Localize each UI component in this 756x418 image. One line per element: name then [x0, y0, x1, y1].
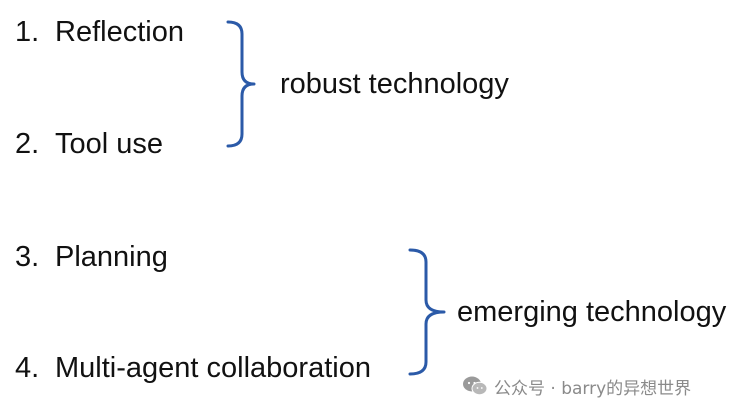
group-label-emerging: emerging technology	[457, 296, 727, 328]
item-number: 3.	[15, 241, 40, 273]
list-item-multi-agent: 4. Multi-agent collaboration	[15, 351, 371, 385]
watermark-text: 公众号 · barry的异想世界	[494, 378, 692, 399]
list-item-tool-use: 2. Tool use	[15, 127, 163, 161]
item-label: Planning	[55, 241, 168, 273]
item-number: 2.	[15, 128, 40, 160]
item-number: 4.	[15, 352, 40, 384]
watermark: 公众号 · barry的异想世界	[462, 372, 691, 400]
right-brace-emerging	[408, 248, 446, 376]
list-item-planning: 3. Planning	[15, 240, 168, 274]
list-item-reflection: 1. Reflection	[15, 15, 184, 49]
item-label: Reflection	[55, 16, 184, 48]
wechat-icon	[463, 376, 488, 396]
right-brace-robust	[226, 20, 256, 148]
group-label-robust: robust technology	[280, 68, 509, 100]
item-label: Tool use	[55, 128, 164, 160]
item-number: 1.	[15, 16, 40, 48]
item-label: Multi-agent collaboration	[55, 352, 371, 384]
